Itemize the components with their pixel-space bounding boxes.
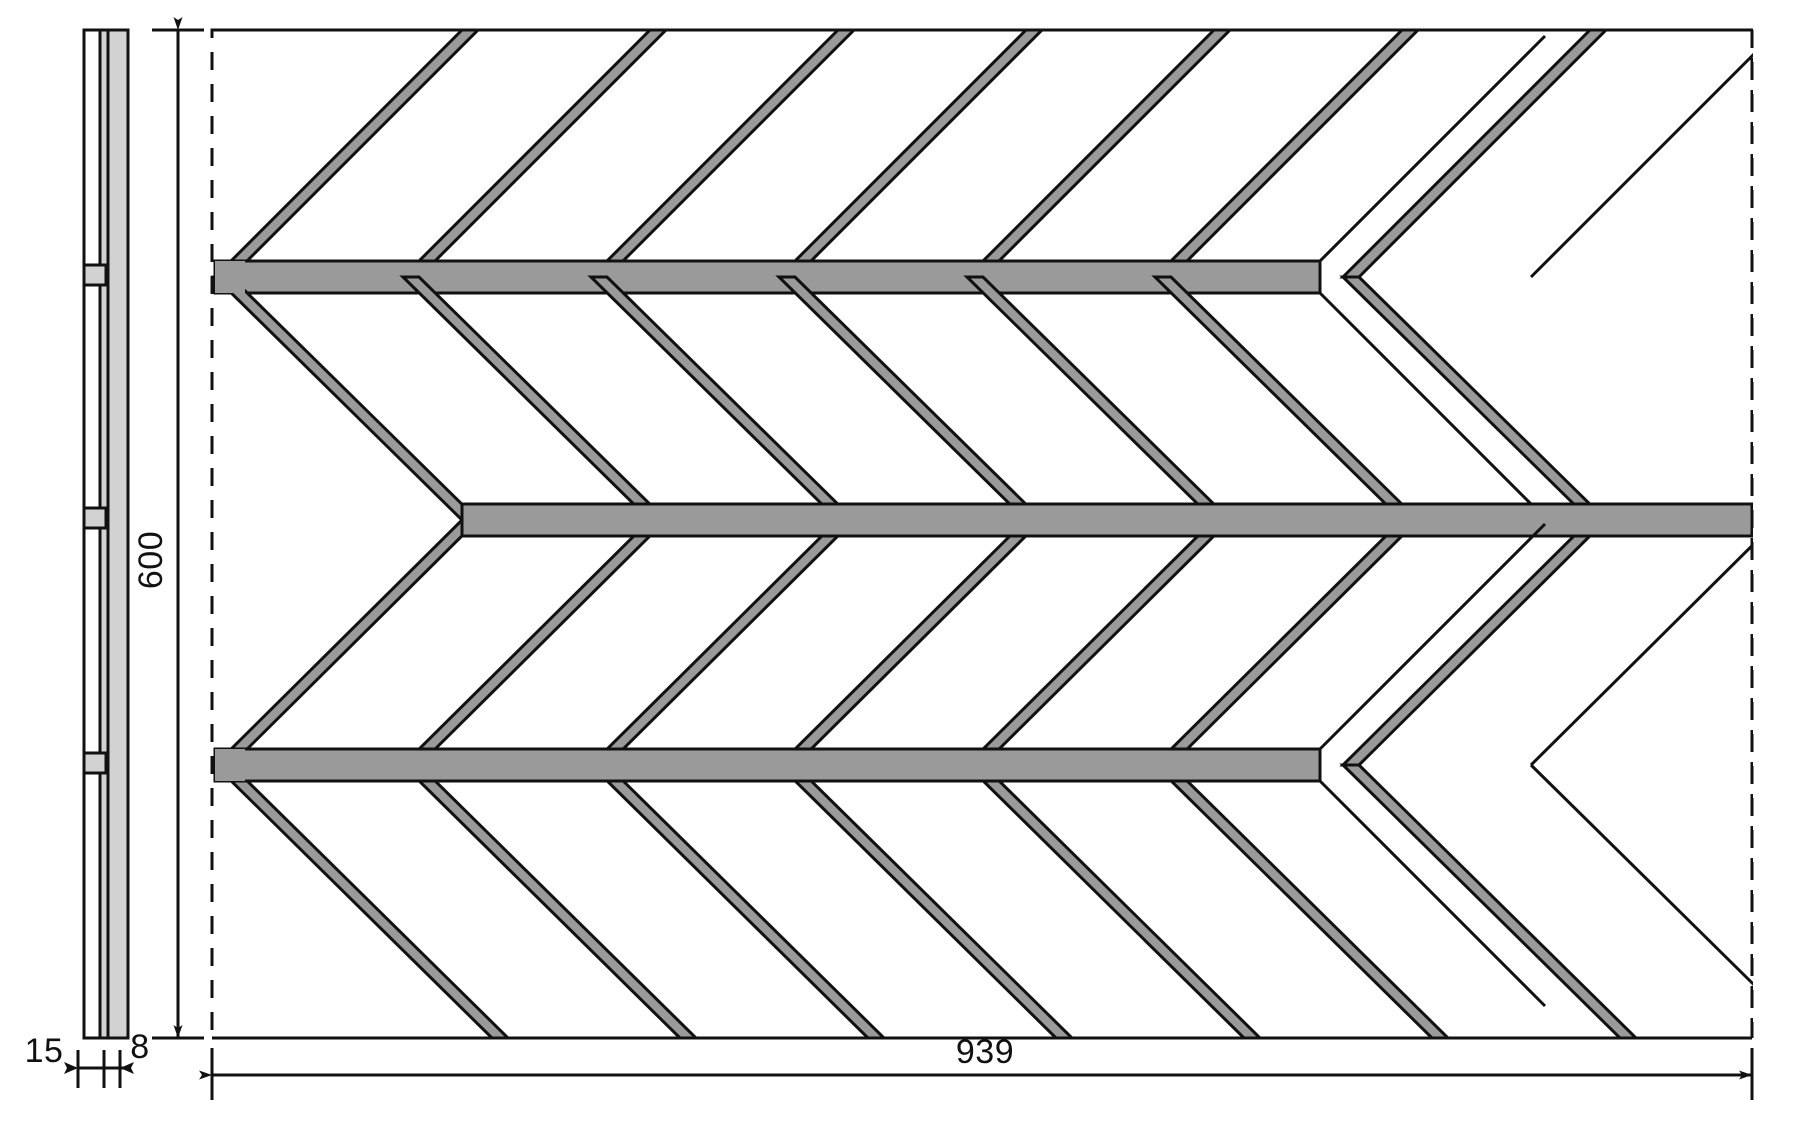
rib-lower-4: [775, 763, 1076, 1040]
chevron-band-upper: [211, 28, 1780, 279]
rib-lower-7: [1339, 763, 1640, 1040]
dimension-plate-15-8: 15 8: [25, 1028, 149, 1088]
chevron-band-lower: [211, 763, 1800, 1040]
side-section-view: [82, 28, 130, 1040]
rib-upper-edge-thin: [1529, 28, 1780, 279]
side-view-tab-3: [82, 751, 108, 775]
side-view-tab-1: [82, 263, 108, 287]
spine-top-thin-down: [1318, 291, 1547, 520]
spine-middle-rect: [460, 502, 1754, 538]
chevron-spine-middle: [460, 502, 1754, 538]
apex-tips: [215, 261, 245, 781]
dimension-height-label: 600: [132, 531, 170, 589]
dimension-arrow-15: [64, 1062, 78, 1074]
side-view-tab-2: [82, 506, 108, 530]
dimension-plate-offset-label: 15: [25, 1032, 64, 1070]
dimension-width-label: 939: [956, 1033, 1014, 1071]
rib-lower-5: [963, 763, 1264, 1040]
dimension-height-600: 600: [132, 17, 204, 1040]
rib-mid-b-edge-thin: [1529, 518, 1780, 767]
spine-top-thin-up: [1318, 34, 1547, 263]
panel-silhouette: [212, 28, 1752, 1040]
chevron-band-middle-upper: [211, 275, 1610, 522]
spine-bottom-thin-down: [1318, 779, 1547, 1008]
front-plan-view: [210, 0, 1800, 1135]
spine-top-rect: [213, 259, 1322, 295]
dimension-plate-thickness-label: 8: [130, 1028, 149, 1066]
spine-bottom-rect: [213, 747, 1322, 783]
side-view-web: [98, 28, 110, 1040]
chevron-band-middle-lower: [211, 518, 1780, 767]
rib-lower-3: [587, 763, 888, 1040]
chevron-spine-top: [213, 34, 1547, 520]
apex-tip-top: [215, 261, 245, 293]
rib-group-upper-left: [211, 28, 1780, 279]
rib-lower-1: [211, 763, 512, 1040]
rib-lower-2: [399, 763, 700, 1040]
dimension-width-939: 939: [199, 1033, 1754, 1100]
apex-tip-bottom: [215, 749, 245, 781]
right-clip-mask: [1753, 0, 1800, 1135]
rib-lower-6: [1151, 763, 1452, 1040]
dimension-arrow-8: [120, 1062, 134, 1074]
spine-bottom-thin-up: [1318, 522, 1547, 751]
